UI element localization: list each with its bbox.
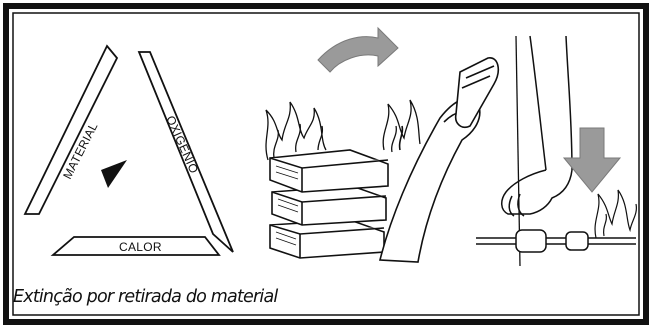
- pipe-icon: [476, 229, 636, 253]
- fire-triangle: [23, 44, 234, 256]
- caption: Extinção por retirada do material: [13, 287, 278, 307]
- flames-icon: [265, 99, 421, 161]
- outer-frame: [3, 3, 649, 325]
- scene-divider: [515, 35, 521, 267]
- curved-arrow-icon: [317, 26, 399, 73]
- down-arrow-icon: [562, 127, 622, 193]
- inner-frame: [12, 12, 640, 316]
- heat-label: CALOR: [119, 240, 162, 254]
- triangle-side-oxygen: [137, 51, 234, 253]
- triangle-side-heat: [50, 236, 221, 256]
- book-stack-icon: [269, 149, 389, 259]
- triangle-center-arrow: [101, 160, 127, 188]
- second-arm-icon: [501, 35, 573, 217]
- right-flames-icon: [594, 189, 637, 239]
- arm-hand-icon: [378, 57, 500, 263]
- oxygen-label: OXIGÊNIO: [163, 113, 202, 176]
- triangle-side-material: [23, 44, 119, 215]
